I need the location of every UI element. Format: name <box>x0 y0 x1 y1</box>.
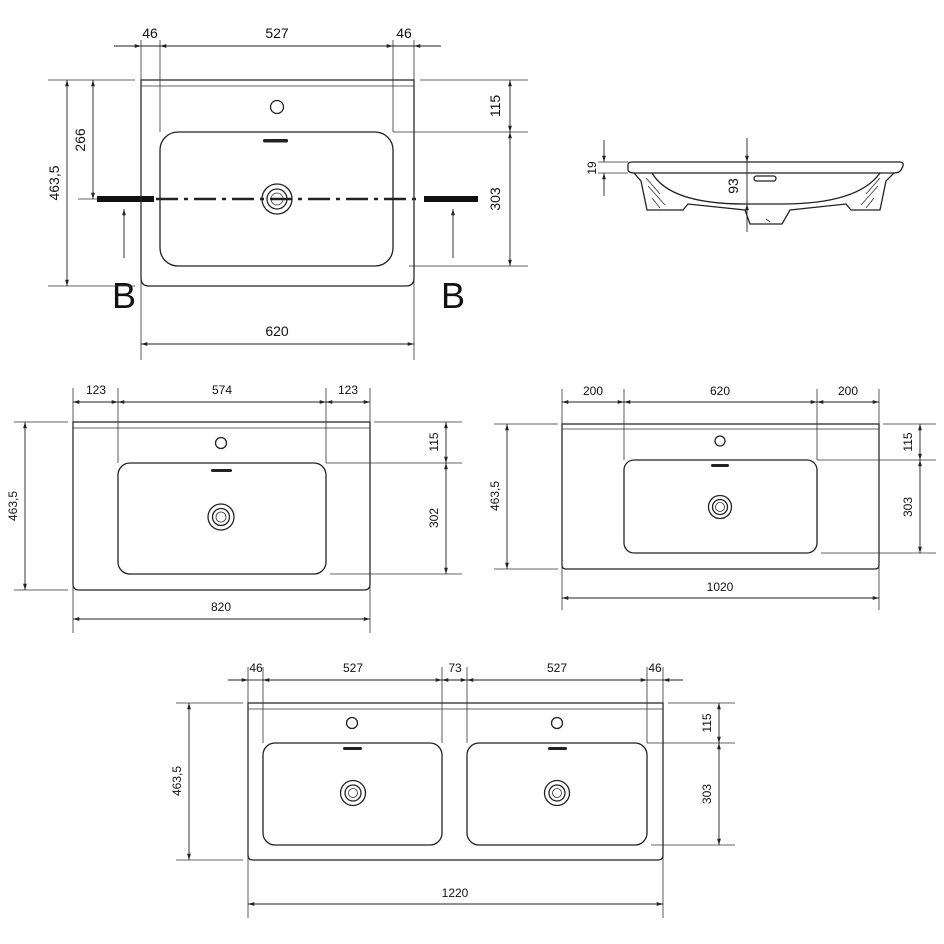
dim-v3-top-right: 200 <box>838 384 858 398</box>
dim-v2-height: 463,5 <box>6 491 20 521</box>
basin-1020-top-view: 200 620 200 463,5 115 303 1020 <box>488 384 936 610</box>
dim-v2-top-mid: 574 <box>212 383 232 397</box>
tap-hole-icon <box>214 436 228 450</box>
dim-v4-top-1: 46 <box>249 661 263 675</box>
dim-v4-right-bowl: 303 <box>700 784 714 804</box>
tap-hole-icon <box>269 99 285 115</box>
dim-v1-height-inner: 266 <box>72 128 88 152</box>
tap-hole-icon <box>714 435 726 447</box>
basin-620-top-view: B B 46 527 46 463,5 266 115 303 62 <box>46 25 528 360</box>
dim-v1-top-left: 46 <box>142 25 158 41</box>
dim-v3-top-mid: 620 <box>710 384 730 398</box>
dim-v2-top-right: 123 <box>338 383 358 397</box>
drain-icon-right <box>543 779 571 807</box>
dim-v1-top-right: 46 <box>396 25 412 41</box>
dim-v3-right-top: 115 <box>901 432 915 451</box>
dim-v1-height-outer: 463,5 <box>46 165 62 200</box>
dim-v4-height: 463,5 <box>170 766 184 796</box>
overflow-icon <box>711 464 729 467</box>
dim-v3-width: 1020 <box>707 580 734 594</box>
drain-icon <box>207 503 235 531</box>
dim-v3-right-bowl: 303 <box>901 497 915 517</box>
dim-v2-right-bowl: 302 <box>427 508 441 528</box>
section-mark-right: B <box>441 275 465 316</box>
dim-section-depth: 93 <box>725 178 741 194</box>
dim-v2-width: 820 <box>211 600 231 614</box>
tap-hole-icon-right <box>550 716 564 730</box>
basin-1220-double-top-view: 46 527 73 527 46 463,5 115 303 1220 <box>170 661 735 918</box>
overflow-icon <box>263 139 288 143</box>
dim-v4-top-2: 527 <box>343 661 363 675</box>
overflow-icon-right <box>548 747 567 750</box>
dim-v2-right-top: 115 <box>427 432 441 451</box>
dim-v1-width: 620 <box>265 323 289 339</box>
dim-v3-top-left: 200 <box>583 384 603 398</box>
dim-v2-top-left: 123 <box>86 383 106 397</box>
dim-v4-width: 1220 <box>442 886 469 900</box>
dim-v1-top-mid: 527 <box>265 25 289 41</box>
overflow-icon <box>211 469 232 472</box>
dim-v4-top-3: 73 <box>448 661 462 675</box>
dim-v1-right-bowl: 303 <box>487 187 503 211</box>
section-view: 19 93 <box>585 138 904 232</box>
drain-icon <box>707 494 733 520</box>
dim-v4-top-4: 527 <box>547 661 567 675</box>
dim-v3-height: 463,5 <box>488 481 502 511</box>
dim-section-rim: 19 <box>585 161 599 175</box>
section-mark-left: B <box>112 275 136 316</box>
tap-hole-icon-left <box>345 716 359 730</box>
drain-icon-left <box>339 779 367 807</box>
basin-820-top-view: 123 574 123 463,5 115 302 820 <box>6 383 462 633</box>
dim-v1-right-top: 115 <box>487 95 503 118</box>
overflow-slot-icon <box>753 175 777 182</box>
dim-v4-top-5: 46 <box>648 661 662 675</box>
overflow-icon-left <box>343 747 362 750</box>
dim-v4-right-top: 115 <box>700 713 714 732</box>
